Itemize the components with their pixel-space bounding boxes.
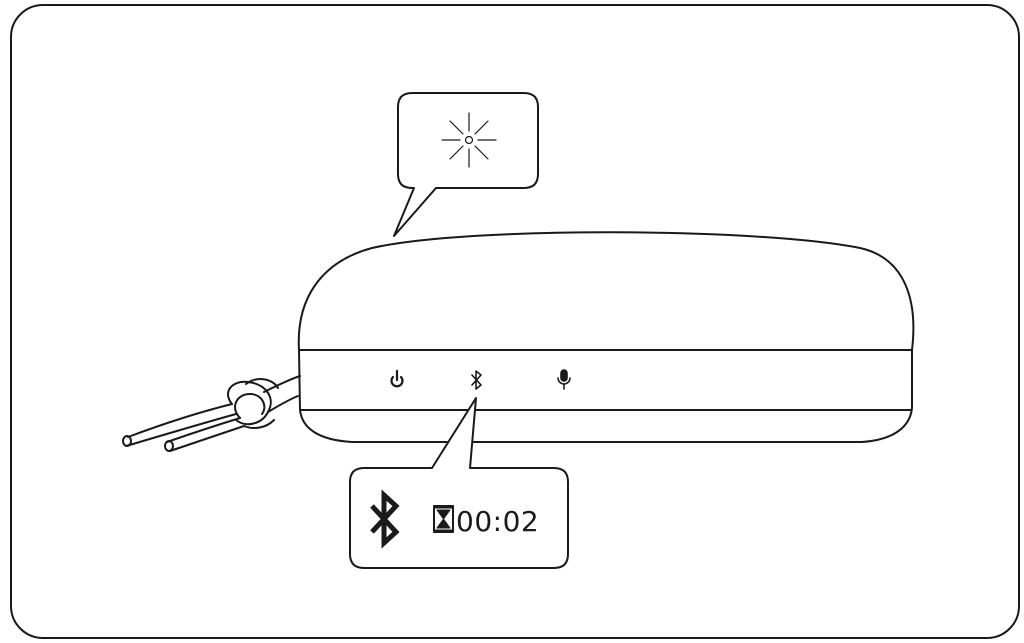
light-callout <box>393 92 539 237</box>
bluetooth-icon <box>471 370 482 390</box>
bluetooth-callout <box>349 397 569 569</box>
bluetooth-callout-bubble <box>349 397 569 569</box>
blinking-light-icon <box>441 112 497 168</box>
outer-frame <box>10 4 1020 639</box>
light-callout-bubble <box>393 92 539 237</box>
speaker-body <box>297 231 915 443</box>
hourglass-icon <box>433 505 454 533</box>
power-icon <box>390 369 404 388</box>
hold-timer-label: 00:02 <box>456 505 540 538</box>
lanyard-strap <box>122 375 301 452</box>
bluetooth-large-icon <box>370 489 400 549</box>
microphone-icon <box>557 369 571 390</box>
